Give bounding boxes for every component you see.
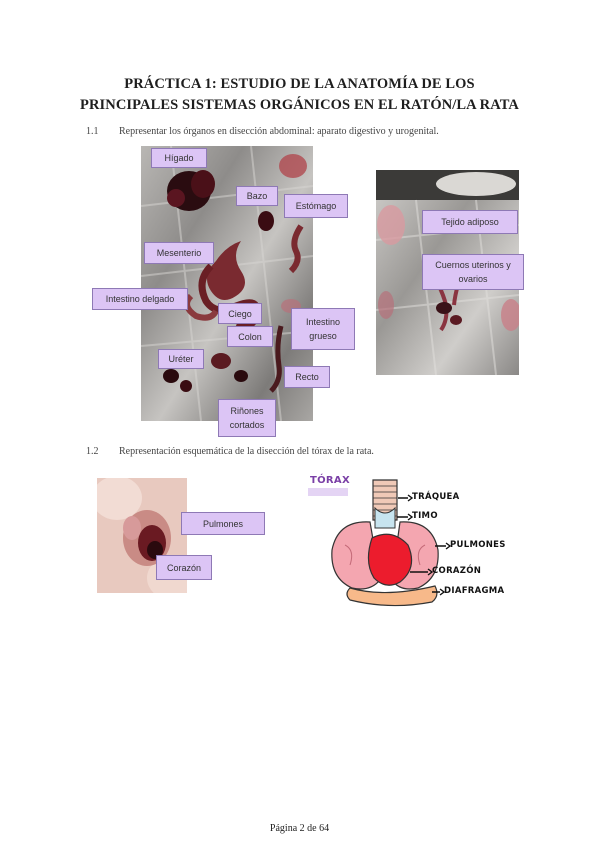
label-tejido-adiposo: Tejido adiposo <box>422 210 518 234</box>
label-intestino-grueso: Intestino grueso <box>291 308 355 350</box>
label-ciego: Ciego <box>218 303 262 324</box>
label-cuernos-uterinos: Cuernos uterinos y ovarios <box>422 254 524 290</box>
label-intestino-grueso-line-2: grueso <box>309 331 337 341</box>
label-cuernos-line-2: ovarios <box>458 274 488 284</box>
section-number: 1.2 <box>86 446 99 457</box>
label-rinones-cortados: Riñones cortados <box>218 399 276 437</box>
drawing-label-corazon: CORAZÓN <box>432 566 482 576</box>
label-pulmones: Pulmones <box>181 512 265 535</box>
label-bazo: Bazo <box>236 186 278 206</box>
section-text: Representación esquemática de la disecci… <box>119 446 374 457</box>
section-text: Representar los órganos en disección abd… <box>119 126 439 137</box>
page-footer: Página 2 de 64 <box>269 823 330 834</box>
label-colon: Colon <box>227 326 273 347</box>
section-number: 1.1 <box>86 126 99 137</box>
title-line-1: PRÁCTICA 1: ESTUDIO DE LA ANATOMÍA DE LO… <box>124 76 475 92</box>
label-intestino-delgado: Intestino delgado <box>92 288 188 310</box>
drawing-label-pulmones: PULMONES <box>450 540 506 550</box>
label-rinones-line-1: Riñones <box>230 406 264 416</box>
label-higado: Hígado <box>151 148 207 168</box>
thorax-dissection-image <box>97 478 187 593</box>
thorax-schematic-drawing: TÓRAX TRÁQUEA TIMO PULMONES CORAZÓN DIAF… <box>300 470 505 610</box>
thorax-dissection-photo <box>97 478 187 593</box>
label-cuernos-line-1: Cuernos uterinos y <box>435 260 511 270</box>
drawing-label-diafragma: DIAFRAGMA <box>444 586 505 596</box>
label-intestino-grueso-line-1: Intestino <box>305 317 341 327</box>
label-rinones-line-2: cortados <box>229 420 265 430</box>
page-title: PRÁCTICA 1: ESTUDIO DE LA ANATOMÍA DE LO… <box>40 74 559 116</box>
label-estomago: Estómago <box>284 194 348 218</box>
label-ureter: Uréter <box>158 349 204 369</box>
drawing-heading: TÓRAX <box>310 475 350 486</box>
title-line-2: PRINCIPALES SISTEMAS ORGÁNICOS EN EL RAT… <box>79 97 519 113</box>
drawing-label-traquea: TRÁQUEA <box>412 492 460 502</box>
label-recto: Recto <box>284 366 330 388</box>
drawing-label-timo: TIMO <box>412 511 438 521</box>
label-mesenterio: Mesenterio <box>144 242 214 264</box>
label-corazon: Corazón <box>156 555 212 580</box>
thorax-schematic-svg <box>308 479 452 607</box>
